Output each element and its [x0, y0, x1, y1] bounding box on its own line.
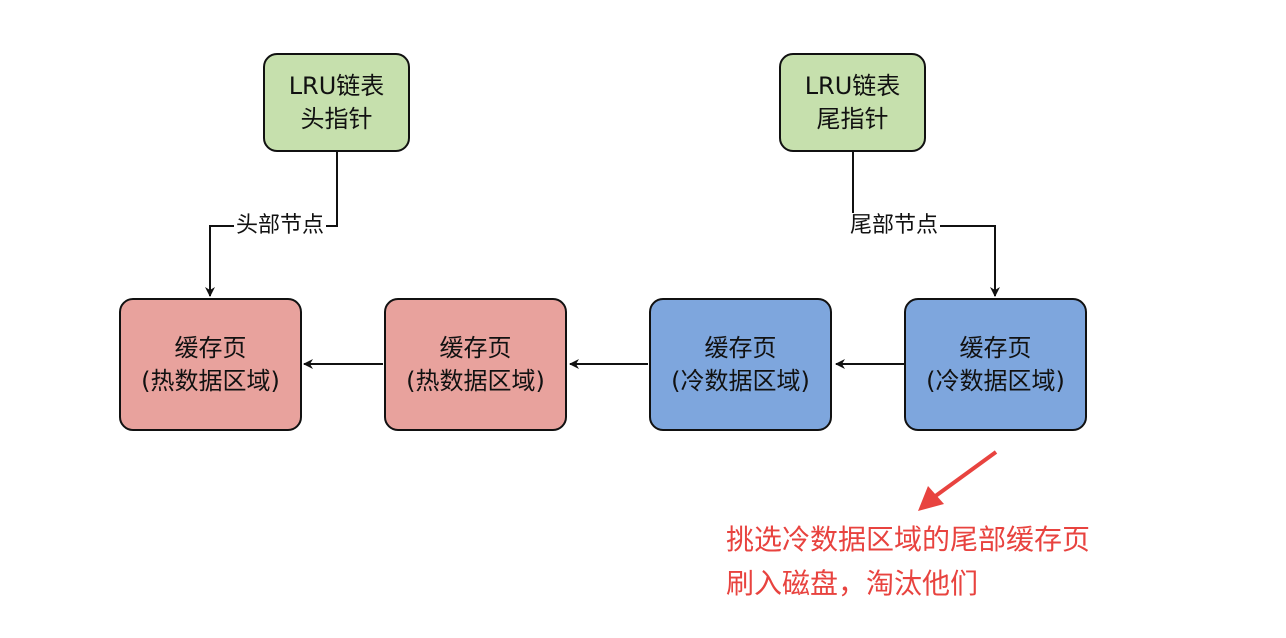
cache-page-title: 缓存页 [704, 333, 777, 362]
cache-page-4: 缓存页 (冷数据区域) [904, 298, 1087, 431]
cache-page-title: 缓存页 [959, 333, 1032, 362]
cache-page-2: 缓存页 (热数据区域) [384, 298, 567, 431]
head-node-label: 头部节点 [234, 213, 327, 239]
cache-page-region: (热数据区域) [406, 366, 545, 395]
cache-page-1: 缓存页 (热数据区域) [119, 298, 302, 431]
tail-pointer-line2: 尾指针 [816, 104, 889, 133]
cache-page-region: (热数据区域) [141, 366, 280, 395]
tail-node-label: 尾部节点 [848, 213, 941, 239]
head-pointer-line2: 头指针 [300, 104, 373, 133]
annotation-arrow [928, 450, 998, 502]
tail-pointer-line1: LRU链表 [804, 71, 901, 100]
cache-page-title: 缓存页 [174, 333, 247, 362]
annotation-line2: 刷入磁盘，淘汰他们 [726, 567, 979, 600]
tail-pointer-box: LRU链表 尾指针 [779, 53, 926, 152]
eviction-annotation: 挑选冷数据区域的尾部缓存页 刷入磁盘，淘汰他们 [726, 518, 1090, 606]
cache-page-title: 缓存页 [439, 333, 512, 362]
cache-page-3: 缓存页 (冷数据区域) [649, 298, 832, 431]
head-pointer-box: LRU链表 头指针 [263, 53, 410, 152]
annotation-arrowhead [918, 486, 944, 511]
head-pointer-line1: LRU链表 [288, 71, 385, 100]
cache-page-region: (冷数据区域) [926, 366, 1065, 395]
cache-page-region: (冷数据区域) [671, 366, 810, 395]
annotation-line1: 挑选冷数据区域的尾部缓存页 [726, 523, 1091, 556]
